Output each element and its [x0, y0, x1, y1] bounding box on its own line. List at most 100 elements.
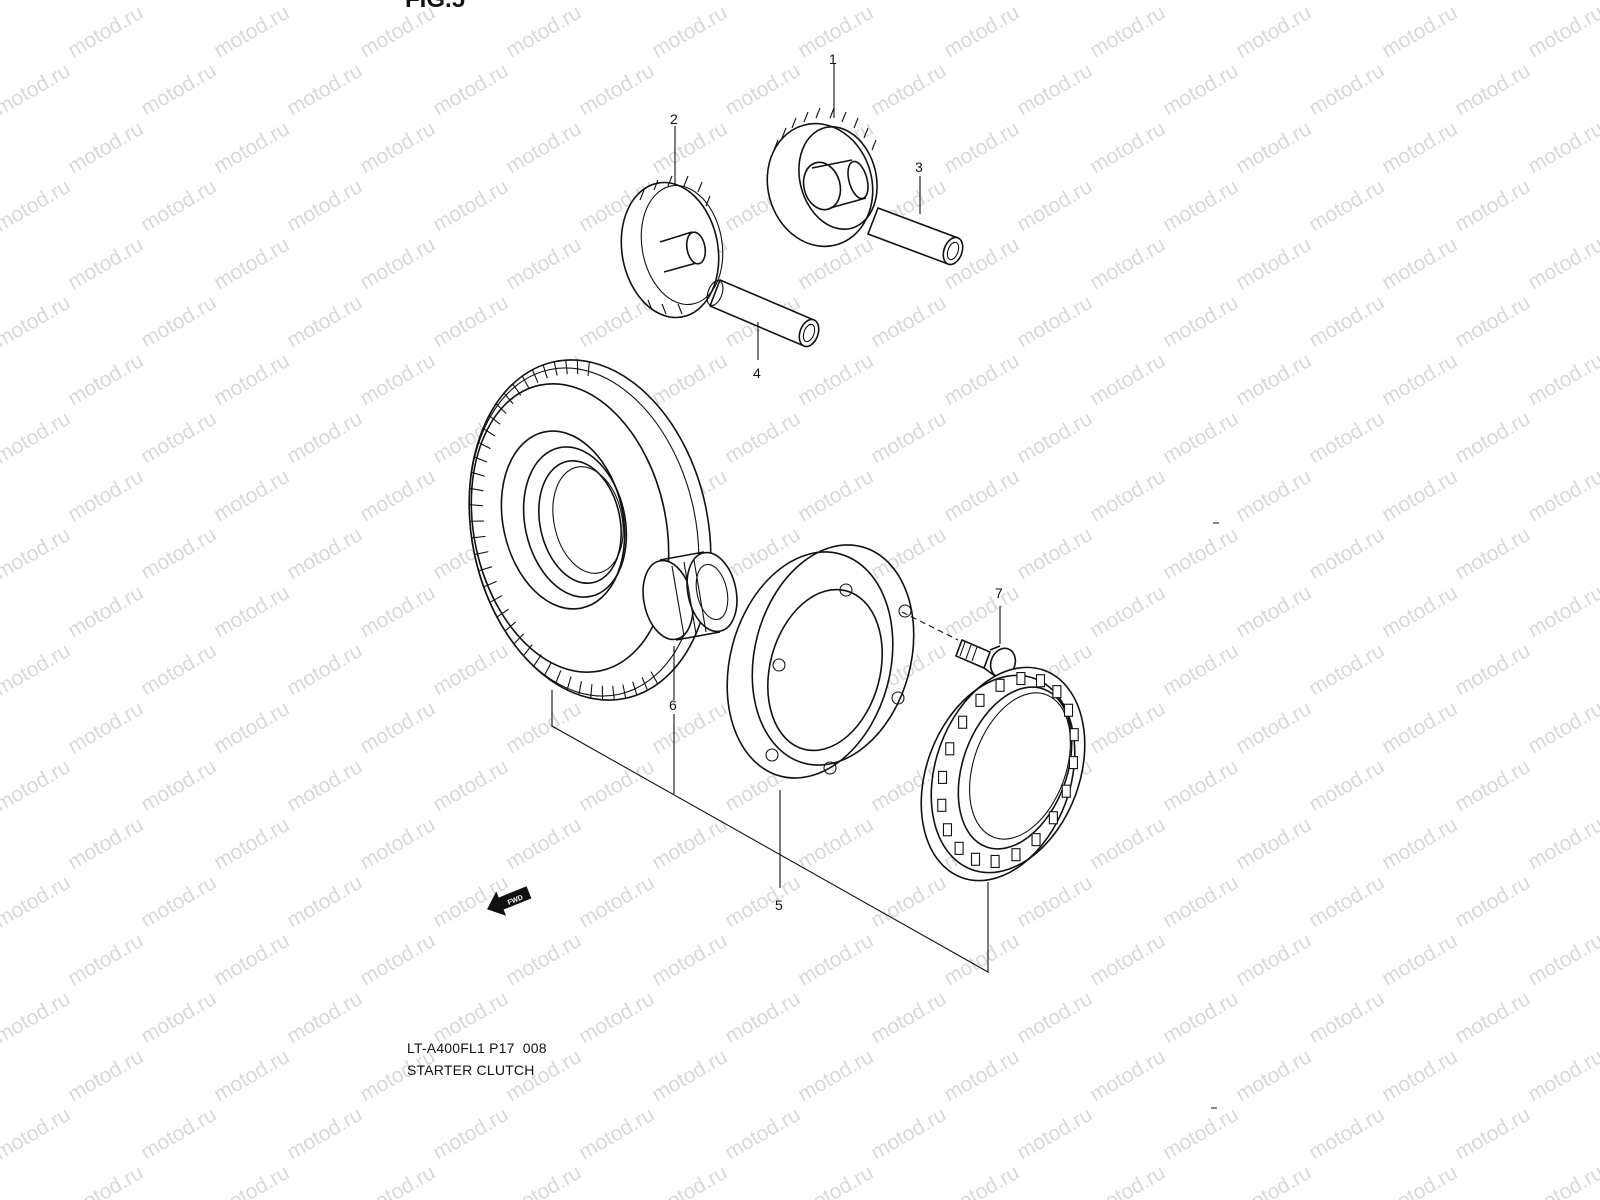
watermark-text: motod.ru: [1232, 581, 1315, 642]
gear-tooth: [471, 471, 485, 477]
watermark-text: motod.ru: [1378, 813, 1461, 874]
watermark-text: motod.ru: [1232, 929, 1315, 990]
watermark-text: motod.ru: [1086, 1161, 1169, 1200]
watermark-text: motod.ru: [1232, 697, 1315, 758]
watermark-text: motod.ru: [1378, 1, 1461, 62]
watermark-text: motod.ru: [0, 349, 1, 410]
watermark-text: motod.ru: [1086, 697, 1169, 758]
watermark-text: motod.ru: [0, 929, 1, 990]
figure-label: FIG.5: [405, 0, 465, 14]
watermark-text: motod.ru: [1524, 349, 1600, 410]
gear-tooth: [471, 535, 486, 539]
watermark-text: motod.ru: [502, 233, 585, 294]
watermark-text: motod.ru: [648, 929, 731, 990]
watermark-text: motod.ru: [356, 581, 439, 642]
watermark-text: motod.ru: [502, 1161, 585, 1200]
watermark-text: motod.ru: [64, 929, 147, 990]
watermark-text: motod.ru: [1013, 175, 1096, 236]
watermark-text: motod.ru: [1013, 407, 1096, 468]
gear-tooth: [513, 633, 525, 645]
watermark-text: motod.ru: [1451, 0, 1534, 4]
watermark-text: motod.ru: [64, 697, 147, 758]
watermark-text: motod.ru: [283, 407, 366, 468]
gear-tooth: [469, 504, 484, 507]
clutch-roller: [958, 715, 968, 729]
clutch-roller: [1011, 848, 1021, 862]
watermark-text: motod.ru: [648, 697, 731, 758]
watermark-text: motod.ru: [1159, 291, 1242, 352]
watermark-text: motod.ru: [1086, 929, 1169, 990]
one-way-clutch: [920, 666, 1086, 882]
gear-tooth: [512, 383, 522, 396]
watermark-text: motod.ru: [1524, 813, 1600, 874]
watermark-text: motod.ru: [502, 929, 585, 990]
watermark-text: motod.ru: [1451, 291, 1534, 352]
watermark-text: motod.ru: [429, 59, 512, 120]
watermark-text: motod.ru: [1378, 117, 1461, 178]
watermark-text: motod.ru: [1086, 1045, 1169, 1106]
watermark-text: motod.ru: [1086, 813, 1169, 874]
gear-tooth: [477, 441, 491, 450]
watermark-text: motod.ru: [0, 523, 74, 584]
watermark-text: motod.ru: [940, 349, 1023, 410]
gear-tooth: [587, 361, 590, 376]
watermark-text: motod.ru: [0, 1, 1, 62]
watermark-text: motod.ru: [210, 1045, 293, 1106]
watermark-text: motod.ru: [1159, 407, 1242, 468]
watermark-text: motod.ru: [721, 59, 804, 120]
watermark-text: motod.ru: [1159, 755, 1242, 816]
watermark-text: motod.ru: [0, 639, 74, 700]
watermark-text: motod.ru: [137, 1103, 220, 1164]
gear-tooth: [566, 676, 572, 691]
watermark-text: motod.ru: [210, 349, 293, 410]
watermark-text: motod.ru: [575, 987, 658, 1048]
watermark-text: motod.ru: [940, 929, 1023, 990]
watermark-text: motod.ru: [1232, 1045, 1315, 1106]
watermark-text: motod.ru: [0, 175, 74, 236]
watermark-text: motod.ru: [210, 117, 293, 178]
gear-tooth: [590, 684, 593, 699]
watermark-text: motod.ru: [210, 581, 293, 642]
watermark-text: motod.ru: [867, 407, 950, 468]
watermark-text: motod.ru: [0, 465, 1, 526]
watermark-text: motod.ru: [283, 987, 366, 1048]
gear-tooth: [521, 375, 530, 389]
watermark-text: motod.ru: [867, 0, 950, 4]
watermark-text: motod.ru: [1524, 697, 1600, 758]
watermark-text: motod.ru: [137, 639, 220, 700]
watermark-text: motod.ru: [1378, 697, 1461, 758]
watermark-text: motod.ru: [356, 1161, 439, 1200]
callout-4: 4: [753, 365, 761, 381]
gear-tooth: [523, 644, 533, 657]
part-6-needle-bearing: [642, 551, 738, 641]
watermark-text: motod.ru: [1232, 233, 1315, 294]
watermark-text: motod.ru: [210, 1161, 293, 1200]
clutch-roller: [1069, 728, 1079, 742]
watermark-text: motod.ru: [721, 871, 804, 932]
watermark-text: motod.ru: [1524, 581, 1600, 642]
watermark-text: motod.ru: [794, 813, 877, 874]
watermark-text: motod.ru: [1086, 349, 1169, 410]
watermark-text: motod.ru: [210, 697, 293, 758]
watermark-text: motod.ru: [721, 407, 804, 468]
watermark-text: motod.ru: [356, 349, 439, 410]
gear-tooth: [531, 369, 539, 383]
clutch-roller: [1016, 671, 1026, 686]
watermark-text: motod.ru: [1013, 0, 1096, 4]
watermark-text: motod.ru: [64, 813, 147, 874]
watermark-text: motod.ru: [64, 465, 147, 526]
watermark-text: motod.ru: [64, 1, 147, 62]
part-2-idle-gear: [620, 175, 724, 319]
gear-tooth: [542, 364, 548, 379]
watermark-text: motod.ru: [0, 1045, 1, 1106]
watermark-text: motod.ru: [283, 1103, 366, 1164]
callout-7: 7: [995, 585, 1003, 601]
watermark-text: motod.ru: [648, 349, 731, 410]
watermark-text: motod.ru: [210, 813, 293, 874]
watermark-text: motod.ru: [429, 291, 512, 352]
watermark-text: motod.ru: [137, 871, 220, 932]
watermark-text: motod.ru: [575, 0, 658, 4]
watermark-text: motod.ru: [1013, 523, 1096, 584]
watermark-text: motod.ru: [1305, 59, 1388, 120]
